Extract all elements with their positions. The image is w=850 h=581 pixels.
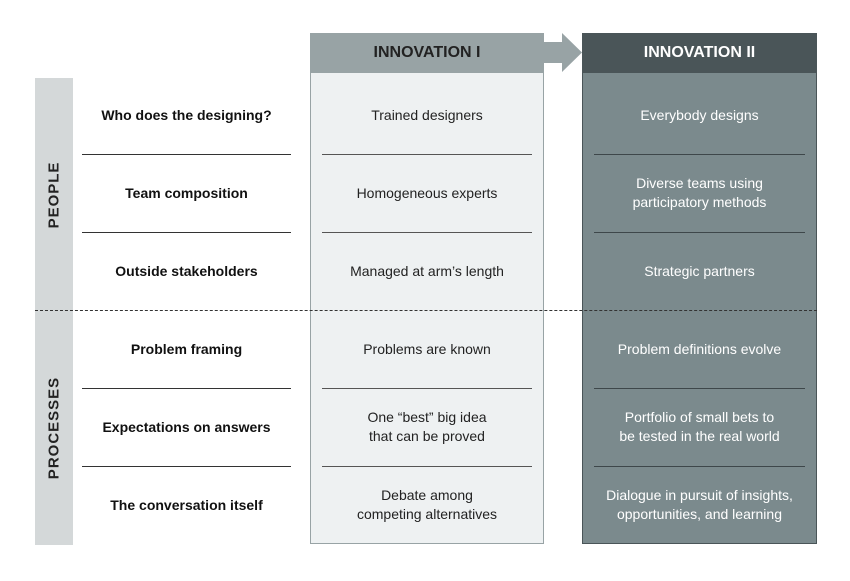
innovation-1-cell-text: Managed at arm’s length [350, 262, 504, 279]
innovation-1-header: INNOVATION I [310, 33, 544, 72]
section-divider [35, 310, 817, 311]
row-separator [82, 466, 291, 467]
innovation-2-cell: Portfolio of small bets to be tested in … [584, 388, 815, 466]
category-label-people: PEOPLE [45, 161, 63, 228]
innovation-1-cell: Homogeneous experts [312, 154, 542, 232]
innovation-1-cell: One “best” big idea that can be proved [312, 388, 542, 466]
innovation-2-cell: Diverse teams using participatory method… [584, 154, 815, 232]
row-separator [322, 388, 532, 389]
innovation-1-cell-text: Homogeneous experts [356, 184, 498, 201]
innovation-1-header-label: INNOVATION I [373, 43, 481, 61]
row-separator [82, 232, 291, 233]
category-label-processes: PROCESSES [45, 376, 63, 480]
innovation-2-header: INNOVATION II [582, 33, 817, 72]
innovation-2-cell-text: Strategic partners [644, 262, 755, 279]
category-band-people: PEOPLE [35, 78, 73, 311]
row-separator [594, 232, 805, 233]
row-label: Team composition [82, 154, 291, 232]
row-label: Problem framing [82, 310, 291, 388]
innovation-1-cell: Trained designers [312, 76, 542, 154]
innovation-1-column [310, 72, 544, 544]
innovation-2-cell-text: Dialogue in pursuit of insights, opportu… [606, 487, 793, 522]
row-separator [594, 466, 805, 467]
innovation-1-cell: Debate among competing alternatives [312, 466, 542, 544]
innovation-1-cell-text: Debate among competing alternatives [356, 487, 498, 522]
innovation-1-cell: Problems are known [312, 310, 542, 388]
innovation-2-cell-text: Problem definitions evolve [617, 340, 782, 357]
row-separator [594, 154, 805, 155]
innovation-2-cell-text: Diverse teams using participatory method… [632, 175, 767, 210]
innovation-1-cell-text: Trained designers [371, 106, 483, 123]
row-label: The conversation itself [82, 466, 291, 544]
row-label-text: Outside stakeholders [115, 262, 258, 279]
row-separator [594, 388, 805, 389]
innovation-1-cell: Managed at arm’s length [312, 232, 542, 310]
row-separator [82, 388, 291, 389]
innovation-2-cell: Strategic partners [584, 232, 815, 310]
innovation-1-cell-text: Problems are known [363, 340, 491, 357]
row-label: Outside stakeholders [82, 232, 291, 310]
row-separator [82, 154, 291, 155]
innovation-2-cell-text: Portfolio of small bets to be tested in … [619, 409, 780, 444]
row-separator [322, 232, 532, 233]
row-label: Who does the designing? [82, 76, 291, 154]
row-label-text: Team composition [125, 184, 248, 201]
innovation-1-cell-text: One “best” big idea that can be proved [367, 409, 487, 444]
row-label-text: The conversation itself [110, 496, 263, 513]
category-band-processes: PROCESSES [35, 311, 73, 545]
row-label-text: Expectations on answers [102, 418, 271, 435]
row-label-text: Who does the designing? [101, 106, 272, 123]
innovation-2-cell-text: Everybody designs [640, 106, 759, 123]
innovation-2-header-label: INNOVATION II [643, 43, 756, 61]
row-separator [322, 154, 532, 155]
right-arrow-icon [544, 33, 582, 72]
row-separator [322, 466, 532, 467]
row-label-text: Problem framing [130, 340, 243, 357]
innovation-2-column [582, 72, 817, 544]
innovation-2-cell: Dialogue in pursuit of insights, opportu… [584, 466, 815, 544]
innovation-2-cell: Everybody designs [584, 76, 815, 154]
innovation-2-cell: Problem definitions evolve [584, 310, 815, 388]
row-label: Expectations on answers [82, 388, 291, 466]
